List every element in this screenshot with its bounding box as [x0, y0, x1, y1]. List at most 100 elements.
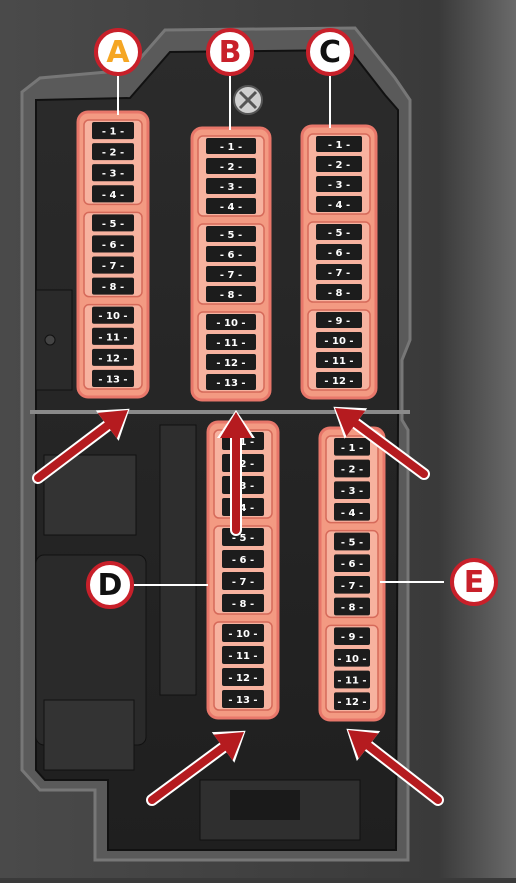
fuse-number: - 7 -	[102, 261, 124, 272]
fuse-number: - 11 -	[337, 676, 366, 687]
fuse-e-10: - 10 -	[334, 649, 370, 667]
fuse-a-8: - 8 -	[92, 277, 134, 295]
fuse-group	[325, 435, 379, 524]
fuse-body	[334, 438, 370, 456]
fuse-e-7: - 7 -	[334, 576, 370, 594]
fuse-number: - 7 -	[220, 270, 242, 281]
fuse-number: - 12 -	[337, 697, 366, 708]
fuse-a-7: - 7 -	[92, 256, 134, 274]
fuse-b-12: - 12 -	[206, 354, 256, 370]
fuse-d-5: - 5 -	[222, 528, 264, 546]
fuse-number: - 1 -	[102, 127, 124, 138]
label-e: E	[450, 558, 498, 606]
fuse-b-11: - 11 -	[206, 334, 256, 350]
arrow-d-icon	[146, 730, 246, 806]
label-d: D	[86, 561, 134, 609]
fuse-c-5: - 5 -	[316, 224, 362, 240]
fuse-e-1: - 1 -	[334, 438, 370, 456]
fuse-panel-c: - 1 -- 2 -- 3 -- 4 -- 5 -- 6 -- 7 -- 8 -…	[300, 124, 378, 400]
fuse-body	[206, 286, 256, 302]
fuse-number: - 11 -	[216, 338, 245, 349]
fuse-number: - 3 -	[220, 182, 242, 193]
fuse-d-8: - 8 -	[222, 594, 264, 612]
fuse-b-7: - 7 -	[206, 266, 256, 282]
fuse-number: - 3 -	[232, 481, 254, 492]
fuse-body	[316, 136, 362, 152]
fuse-number: - 1 -	[220, 142, 242, 153]
fuse-e-4: - 4 -	[334, 503, 370, 521]
fuse-number: - 7 -	[232, 577, 254, 588]
fuse-body	[92, 277, 134, 295]
center-slot	[159, 424, 197, 696]
fuse-number: - 4 -	[341, 508, 363, 519]
fuse-group	[307, 309, 371, 391]
fuse-number: - 3 -	[341, 486, 363, 497]
fuse-body	[92, 185, 134, 203]
fuse-body	[316, 224, 362, 240]
fuse-c-6: - 6 -	[316, 244, 362, 260]
label-a: A	[94, 28, 142, 76]
fuse-d-3: - 3 -	[222, 476, 264, 494]
fuse-number: - 10 -	[98, 311, 127, 322]
screw-icon	[233, 85, 263, 115]
fuse-body	[206, 178, 256, 194]
fuse-body	[222, 690, 264, 708]
fuse-number: - 4 -	[102, 190, 124, 201]
fuse-e-12: - 12 -	[334, 692, 370, 710]
fuse-number: - 7 -	[328, 268, 350, 279]
fuse-body	[222, 646, 264, 664]
fuse-b-2: - 2 -	[206, 158, 256, 174]
fuse-body	[316, 264, 362, 280]
fuse-c-8: - 8 -	[316, 284, 362, 300]
fuse-number: - 8 -	[328, 288, 350, 299]
fuse-body	[92, 122, 134, 140]
fuse-group	[197, 223, 265, 305]
fuse-body	[92, 348, 134, 366]
arrow-e-icon	[346, 728, 444, 806]
fuse-number: - 11 -	[228, 651, 257, 662]
fuse-number: - 8 -	[232, 599, 254, 610]
fuse-number: - 1 -	[232, 437, 254, 448]
fuse-group	[213, 525, 273, 615]
fuse-number: - 1 -	[341, 443, 363, 454]
fuse-number: - 8 -	[341, 603, 363, 614]
fuse-a-3: - 3 -	[92, 164, 134, 182]
fuse-d-6: - 6 -	[222, 550, 264, 568]
fuse-e-8: - 8 -	[334, 597, 370, 616]
label-text: E	[464, 565, 485, 600]
label-b: B	[206, 28, 254, 76]
fuse-e-5: - 5 -	[334, 532, 370, 551]
fuse-number: - 12 -	[228, 673, 257, 684]
fuse-b-8: - 8 -	[206, 286, 256, 302]
fuse-e-9: - 9 -	[334, 627, 370, 645]
fuse-number: - 2 -	[102, 148, 124, 159]
fuse-group	[307, 133, 371, 215]
fuse-number: - 12 -	[324, 376, 353, 387]
fuse-c-3: - 3 -	[316, 176, 362, 192]
fuse-number: - 11 -	[98, 332, 127, 343]
fuse-group	[197, 135, 265, 217]
fuse-b-5: - 5 -	[206, 226, 256, 242]
fuse-group	[325, 529, 379, 619]
fuse-number: - 10 -	[337, 654, 366, 665]
fuse-number: - 9 -	[341, 632, 363, 643]
fuse-b-4: - 4 -	[206, 198, 256, 214]
arrows	[32, 406, 444, 806]
fuse-number: - 9 -	[328, 316, 350, 327]
fuse-body	[222, 594, 264, 612]
fuse-number: - 5 -	[232, 533, 254, 544]
fuse-number: - 5 -	[328, 228, 350, 239]
fuse-body	[206, 314, 256, 330]
fuse-body	[334, 481, 370, 499]
fuse-body	[316, 244, 362, 260]
fuse-c-10: - 10 -	[316, 332, 362, 348]
fuse-panel-d: - 1 -- 2 -- 3 -- 4 -- 5 -- 6 -- 7 -- 8 -…	[206, 420, 280, 720]
fuse-body	[206, 226, 256, 242]
label-text: D	[98, 568, 123, 603]
fuse-body	[206, 334, 256, 350]
fuse-a-13: - 13 -	[92, 369, 134, 387]
fuse-c-12: - 12 -	[316, 372, 362, 388]
fuse-body	[334, 503, 370, 521]
fuse-body	[92, 306, 134, 324]
